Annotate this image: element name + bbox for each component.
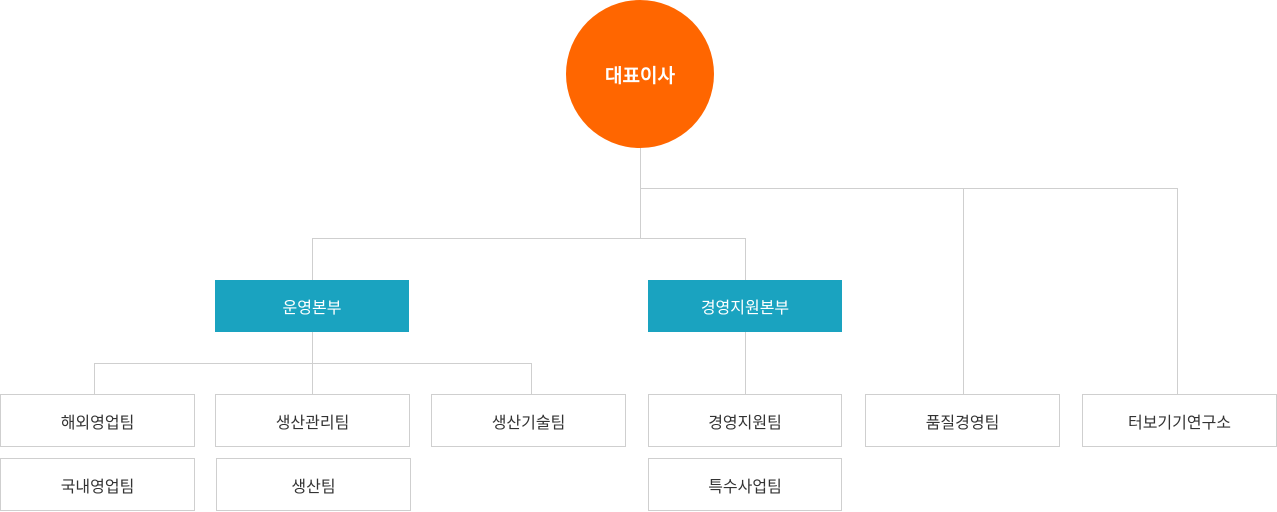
team-quality-management: 품질경영팀 bbox=[865, 394, 1060, 447]
connector-line bbox=[745, 332, 746, 394]
division-management-support: 경영지원본부 bbox=[648, 280, 842, 332]
connector-line bbox=[312, 238, 746, 239]
team-turbo-lab: 터보기기연구소 bbox=[1082, 394, 1277, 447]
connector-line bbox=[640, 148, 641, 238]
team-special-business: 특수사업팀 bbox=[648, 458, 842, 511]
ceo-node: 대표이사 bbox=[566, 0, 714, 148]
connector-line bbox=[312, 238, 313, 280]
team-production: 생산팀 bbox=[216, 458, 411, 511]
team-production-technology: 생산기술팀 bbox=[431, 394, 626, 447]
team-production-management: 생산관리팀 bbox=[215, 394, 410, 447]
connector-line bbox=[531, 363, 532, 394]
team-overseas-sales: 해외영업팀 bbox=[0, 394, 195, 447]
division-operations: 운영본부 bbox=[215, 280, 409, 332]
team-management-support: 경영지원팀 bbox=[648, 394, 842, 447]
connector-line bbox=[94, 363, 532, 364]
connector-line bbox=[640, 188, 1178, 189]
connector-line bbox=[94, 363, 95, 394]
connector-line bbox=[745, 238, 746, 280]
connector-line bbox=[1177, 188, 1178, 394]
connector-line bbox=[963, 188, 964, 394]
team-domestic-sales: 국내영업팀 bbox=[0, 458, 195, 511]
